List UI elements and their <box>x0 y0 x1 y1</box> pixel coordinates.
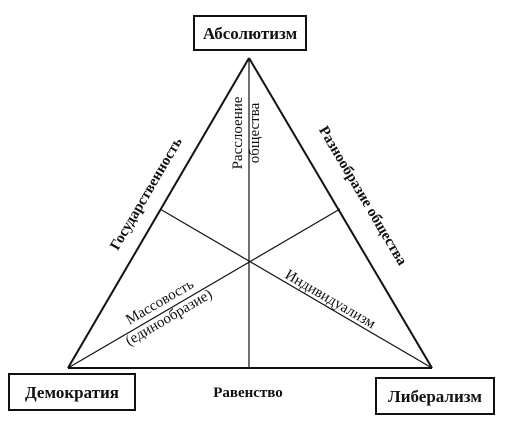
triangle-edges <box>67 57 433 369</box>
side-bottom-label: Равенство <box>213 385 283 401</box>
vertex-left-box <box>8 373 136 411</box>
edge-right <box>248 57 433 369</box>
side-right-label: Разнообразие общества <box>315 124 410 269</box>
inner-lines <box>67 58 433 369</box>
vertex-left-label: Демократия <box>25 383 119 402</box>
inner-top-line2: общества <box>247 102 263 163</box>
vertex-top-box <box>193 15 307 51</box>
vertex-right-box <box>375 377 495 415</box>
vertex-top-label: Абсолютизм <box>203 24 298 43</box>
median-right <box>67 208 341 369</box>
median-left <box>159 208 433 369</box>
vertex-top: Абсолютизм <box>193 15 307 51</box>
inner-top-label: Расслоение общества <box>230 96 263 169</box>
edge-left <box>67 57 250 369</box>
inner-right-label: Индивидуализм <box>282 267 379 333</box>
vertex-right: Либерализм <box>375 377 495 415</box>
inner-left-label: Массовость (единообразие) <box>123 276 215 349</box>
vertex-right-label: Либерализм <box>388 387 482 406</box>
vertex-left: Демократия <box>8 373 136 411</box>
inner-top-line1: Расслоение <box>230 96 246 169</box>
